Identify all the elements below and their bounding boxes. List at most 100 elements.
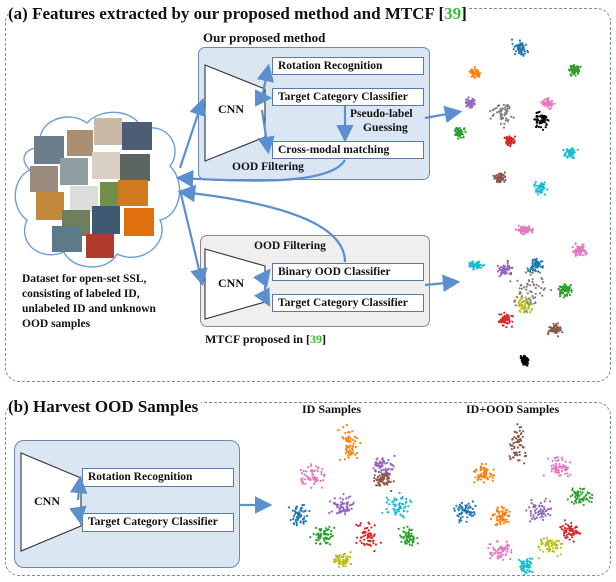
feature-cluster-6	[557, 283, 573, 299]
proposed-cnn-label: CNN	[218, 102, 244, 116]
feature-cluster-1	[508, 423, 528, 465]
feature-cluster-8	[355, 521, 382, 553]
feature-cluster-2	[468, 66, 482, 79]
feature-cluster-11	[397, 525, 419, 547]
mtcf-feature-scatter	[468, 224, 588, 367]
thumb-cat-1	[34, 136, 64, 164]
feature-cluster-1	[337, 423, 362, 461]
feature-cluster-8	[487, 540, 513, 561]
thumb-husky	[122, 122, 152, 150]
thumb-lighthouse	[92, 206, 120, 234]
feature-cluster-7	[571, 242, 588, 257]
pseudo-label-line-1: Pseudo-label	[350, 108, 413, 120]
arrow-ood-filtering-back	[175, 159, 346, 188]
mtcf-caption: MTCF proposed in [39]	[205, 332, 326, 347]
harvest-target-box: Target Category Classifier	[82, 513, 234, 532]
feature-cluster-3	[567, 63, 582, 77]
feature-cluster-5	[513, 295, 535, 314]
thumb-cat-2	[67, 130, 93, 156]
proposed-feature-scatter	[454, 38, 582, 196]
feature-cluster-6	[533, 110, 550, 131]
panel-a-title-ref: 39	[444, 4, 462, 23]
proposed-heading: Our proposed method	[203, 30, 326, 45]
feature-cluster-9	[537, 536, 564, 560]
thumb-cat-6	[92, 152, 120, 179]
arrow-cloud-to-mtcf	[178, 189, 208, 287]
feature-cluster-8	[503, 135, 516, 148]
thumb-orange	[124, 208, 154, 236]
thumb-cat-4	[30, 166, 58, 192]
panel-b-title: (b) Harvest OOD Samples	[8, 397, 202, 417]
thumb-fish	[118, 180, 148, 206]
feature-cluster-10	[519, 354, 530, 367]
feature-cluster-12	[489, 103, 515, 129]
feature-cluster-9	[497, 311, 514, 329]
feature-cluster-6	[525, 497, 553, 523]
arrow-proposed-to-features	[424, 105, 463, 124]
mtcf-cnn-label: CNN	[218, 276, 244, 290]
id-samples-label: ID Samples	[302, 402, 362, 416]
harvest-cnn-shape	[20, 452, 82, 552]
arrow-harvest-cnn-target	[69, 505, 87, 525]
proposed-ood-filtering: OOD Filtering	[232, 161, 304, 173]
feature-cluster-1	[510, 38, 529, 57]
thumb-cat-7	[120, 154, 150, 181]
thumb-dog-golden	[36, 192, 64, 220]
feature-cluster-5	[540, 97, 556, 111]
arrow-mtcf-to-features	[424, 274, 461, 293]
id-ood-samples-label: ID+OOD Samples	[466, 402, 560, 416]
feature-cluster-3	[496, 259, 514, 278]
mtcf-binary-box: Binary OOD Classifier	[272, 263, 424, 281]
dataset-caption-line-4: OOD samples	[22, 318, 91, 330]
id-samples-scatter	[287, 423, 419, 568]
panel-a-title-text: (a) Features extracted by our proposed m…	[8, 4, 445, 23]
feature-cluster-2	[468, 260, 486, 271]
arrow-mtcf-cnn-target	[253, 287, 271, 307]
feature-cluster-9	[562, 147, 579, 160]
proposed-rotation-box: Rotation Recognition	[272, 57, 424, 75]
feature-cluster-4	[287, 503, 311, 527]
harvest-cnn-label: CNN	[34, 494, 60, 508]
mtcf-ood-filtering: OOD Filtering	[254, 240, 326, 252]
pseudo-label-line-2: Guessing	[363, 122, 408, 134]
thumb-red	[86, 234, 114, 258]
thumb-street	[52, 226, 82, 252]
feature-cluster-7	[454, 126, 467, 140]
harvest-rotation-box: Rotation Recognition	[82, 468, 234, 487]
feature-cluster-10	[492, 171, 507, 184]
feature-cluster-6	[381, 491, 413, 519]
feature-cluster-11	[559, 519, 582, 543]
id-ood-samples-scatter	[453, 423, 594, 576]
panel-a-title: (a) Features extracted by our proposed m…	[8, 4, 469, 24]
feature-cluster-1	[514, 224, 534, 236]
feature-cluster-5	[328, 492, 355, 516]
arrow-mtcf-cnn-binary	[253, 268, 271, 288]
dataset-caption-line-1: Dataset for open-set SSL,	[22, 273, 147, 285]
feature-cluster-4	[464, 96, 476, 109]
dataset-caption-line-3: unlabeled ID and unknown	[22, 303, 156, 315]
arrow-cnn-crossmodal	[257, 109, 275, 155]
feature-cluster-3	[542, 456, 572, 478]
feature-cluster-4	[526, 257, 544, 274]
feature-cluster-8	[547, 322, 564, 338]
feature-cluster-7	[309, 525, 336, 546]
feature-cluster-9	[332, 551, 353, 568]
proposed-crossmodal-box: Cross-modal matching	[272, 141, 424, 159]
thumb-cat-3	[94, 118, 122, 145]
arrow-mtcf-filtering-back	[177, 184, 347, 263]
feature-cluster-11	[509, 268, 553, 313]
feature-cluster-2	[299, 463, 326, 489]
arrow-cloud-to-proposed	[178, 97, 207, 169]
mtcf-caption-text: MTCF proposed in [	[205, 332, 311, 346]
thumb-cat-5	[60, 158, 88, 185]
proposed-target-box: Target Category Classifier	[272, 88, 424, 106]
feature-cluster-10	[517, 557, 534, 576]
arrow-harvest-cnn-rotation	[69, 475, 88, 501]
feature-cluster-11	[533, 180, 549, 196]
feature-cluster-4	[453, 500, 477, 524]
feature-cluster-10	[373, 470, 395, 493]
sample-thumbnails	[30, 118, 154, 258]
feature-cluster-2	[472, 462, 496, 484]
